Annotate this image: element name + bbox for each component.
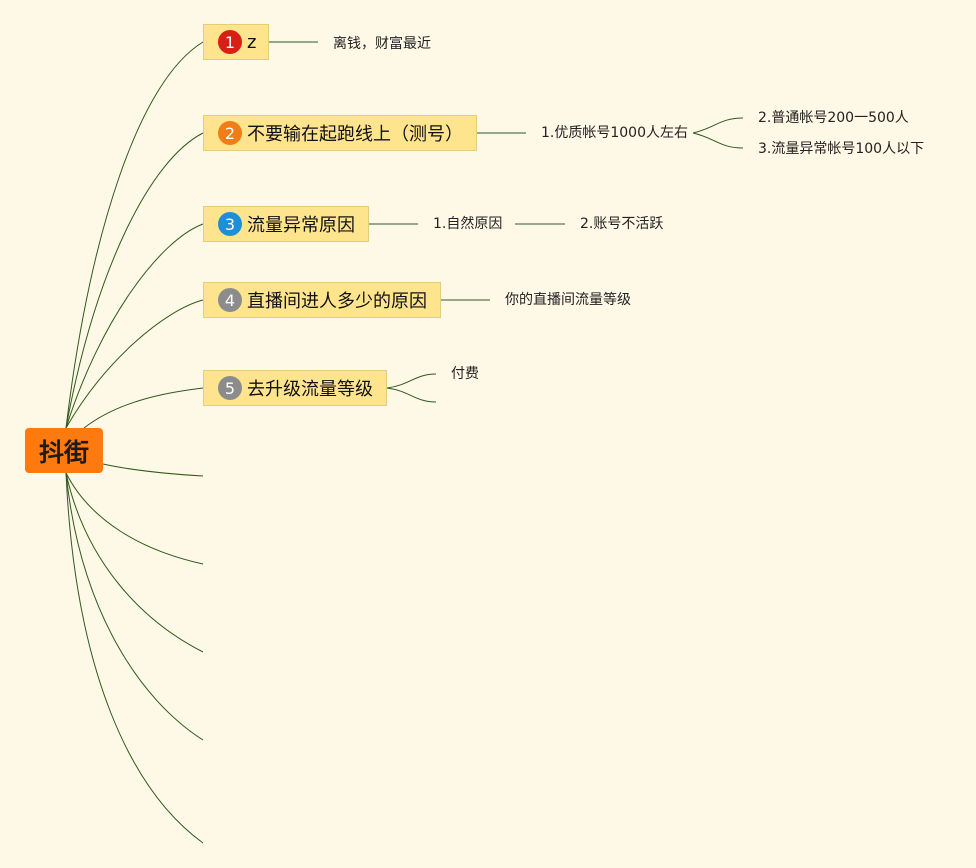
topic-4[interactable]: 4 直播间进人多少的原因	[203, 282, 441, 318]
connector-empty-branch-2	[65, 472, 204, 565]
topic-3-label: 流量异常原因	[247, 215, 355, 236]
connector-t5-lower	[386, 387, 437, 403]
number-5-icon: 5	[218, 376, 242, 400]
number-4-icon: 4	[218, 288, 242, 312]
leaf-t5-paid[interactable]: 付费	[451, 366, 479, 382]
topic-2[interactable]: 2 不要输在起跑线上（测号）	[203, 115, 477, 151]
leaf-t3-natural-reason[interactable]: 1.自然原因	[433, 216, 503, 232]
leaf-t2-quality-account[interactable]: 1.优质帐号1000人左右	[541, 125, 688, 141]
connector-root-topic-4	[65, 299, 204, 429]
leaf-t4-traffic-level[interactable]: 你的直播间流量等级	[505, 292, 631, 308]
connector-root-topic-2	[65, 132, 204, 429]
connector-empty-branch-5	[65, 472, 204, 844]
leaf-t1-wealth[interactable]: 离钱，财富最近	[333, 36, 431, 52]
number-3-icon: 3	[218, 212, 242, 236]
topic-3[interactable]: 3 流量异常原因	[203, 206, 369, 242]
connector-t5-upper	[386, 373, 437, 389]
leaf-t2-abnormal-account[interactable]: 3.流量异常帐号100人以下	[758, 141, 925, 157]
root-topic-label: 抖街	[38, 437, 89, 467]
leaf-t3-inactive-account[interactable]: 2.账号不活跃	[580, 216, 664, 232]
connector-root-topic-3	[65, 223, 204, 429]
root-topic[interactable]: 抖街	[25, 428, 103, 473]
connector-t2-sub-lower	[692, 132, 744, 149]
topic-4-label: 直播间进人多少的原因	[247, 291, 427, 312]
connector-root-topic-5	[83, 387, 204, 429]
topic-5-label: 去升级流量等级	[247, 379, 373, 400]
leaf-t2-normal-account[interactable]: 2.普通帐号200一500人	[758, 110, 909, 126]
connector-empty-branch-3	[65, 472, 204, 653]
connector-empty-branch-1	[102, 463, 204, 477]
topic-5[interactable]: 5 去升级流量等级	[203, 370, 387, 406]
number-1-icon: 1	[218, 30, 242, 54]
connector-root-topic-1	[65, 41, 204, 429]
connector-empty-branch-4	[65, 472, 204, 741]
topic-2-label: 不要输在起跑线上（测号）	[247, 124, 463, 145]
connector-t2-sub-upper	[692, 117, 744, 134]
topic-1[interactable]: 1 z	[203, 24, 269, 60]
number-2-icon: 2	[218, 121, 242, 145]
topic-1-label: z	[247, 31, 257, 53]
